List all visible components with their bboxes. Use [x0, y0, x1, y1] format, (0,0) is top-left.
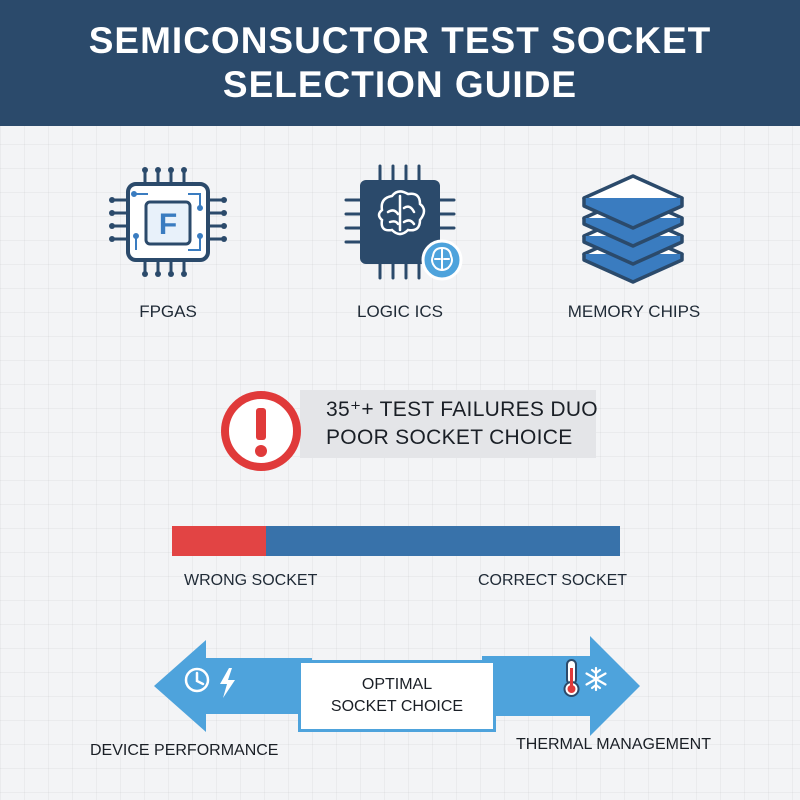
- page-header: SEMICONSUCTOR TEST SOCKET SELECTION GUID…: [0, 0, 800, 126]
- exclamation-icon: [218, 388, 304, 479]
- snowflake-icon: [585, 666, 607, 692]
- alert-line-1: 35⁺+ TEST FAILURES DUO: [326, 398, 598, 421]
- alert-panel: [300, 390, 596, 458]
- wrong-socket-label: WRONG SOCKET: [184, 572, 318, 589]
- right-arrow: [482, 636, 640, 736]
- category-label-logic-ics: LOGIC ICs: [357, 302, 443, 321]
- clock-icon: [184, 667, 210, 693]
- category-label-fpgas: FPGAS: [139, 302, 197, 321]
- alert-text: 35⁺+ TEST FAILURES DUO POOR SOCKET CHOIC…: [326, 396, 598, 452]
- wrong-socket-bar-fill: [172, 526, 267, 556]
- logic-ic-brain-icon: [340, 160, 470, 285]
- left-arrow: [154, 640, 312, 732]
- correct-socket-label: CORRECT SOCKET: [478, 572, 628, 589]
- thermal-management-label: THERMAL MANAGEMENT: [516, 736, 711, 753]
- optimal-line-2: SOCKET CHOICE: [330, 698, 464, 715]
- memory-stack-icon: [578, 170, 688, 285]
- device-performance-label: DEVICE PERFORMANCE: [90, 742, 279, 759]
- optimal-line-1: OPTIMAL: [361, 676, 433, 693]
- thermometer-icon: [563, 659, 580, 697]
- lightning-icon: [220, 668, 235, 698]
- socket-comparison-bar: [172, 526, 620, 556]
- optimal-socket-choice-box: OPTIMAL SOCKET CHOICE: [298, 660, 496, 732]
- page-title-line-1: SEMICONSUCTOR TEST SOCKET: [88, 20, 712, 61]
- fpga-chip-letter: F: [159, 208, 177, 241]
- fpga-chip-icon: F: [108, 162, 228, 282]
- page-title-line-2: SELECTION GUIDE: [222, 64, 578, 105]
- alert-line-2: POOR SOCKET CHOICE: [326, 426, 573, 449]
- category-label-memory-chips: MEMORY CHIPS: [567, 302, 701, 321]
